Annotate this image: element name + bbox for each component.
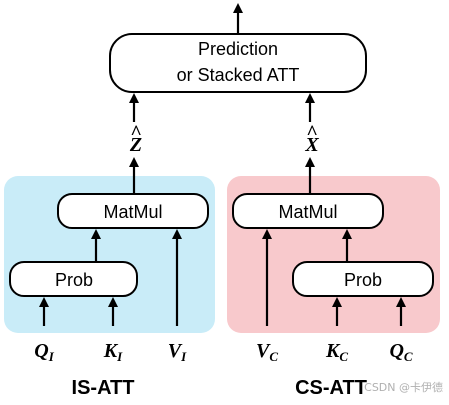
z-hat-mark: ^: [130, 122, 141, 144]
right-prob-label: Prob: [344, 270, 382, 290]
right-prob-box: Prob: [292, 261, 434, 297]
left-output-z-hat: ^ Z: [129, 122, 142, 156]
right-matmul-label: MatMul: [278, 202, 337, 222]
x-label: X: [304, 134, 319, 156]
watermark: CSDN @卡伊德: [364, 380, 443, 394]
cs-att-caption: CS-ATT: [295, 377, 367, 399]
input-q-i: QI: [34, 340, 54, 364]
left-matmul-label: MatMul: [103, 202, 162, 222]
prediction-line1: Prediction: [198, 39, 278, 59]
input-v-c: VC: [256, 340, 278, 364]
input-k-i: KI: [103, 340, 123, 364]
z-label: Z: [129, 134, 142, 156]
right-output-x-hat: ^ X: [304, 122, 319, 156]
left-prob-label: Prob: [55, 270, 93, 290]
prediction-line2: or Stacked ATT: [177, 65, 300, 85]
prediction-box: Prediction or Stacked ATT: [109, 33, 367, 93]
input-v-i: VI: [168, 340, 187, 364]
input-k-c: KC: [325, 340, 348, 364]
left-prob-box: Prob: [9, 261, 138, 297]
input-q-c: QC: [389, 340, 412, 364]
x-hat-mark: ^: [306, 122, 317, 144]
left-matmul-box: MatMul: [57, 193, 209, 229]
right-matmul-box: MatMul: [232, 193, 384, 229]
is-att-caption: IS-ATT: [72, 377, 135, 399]
